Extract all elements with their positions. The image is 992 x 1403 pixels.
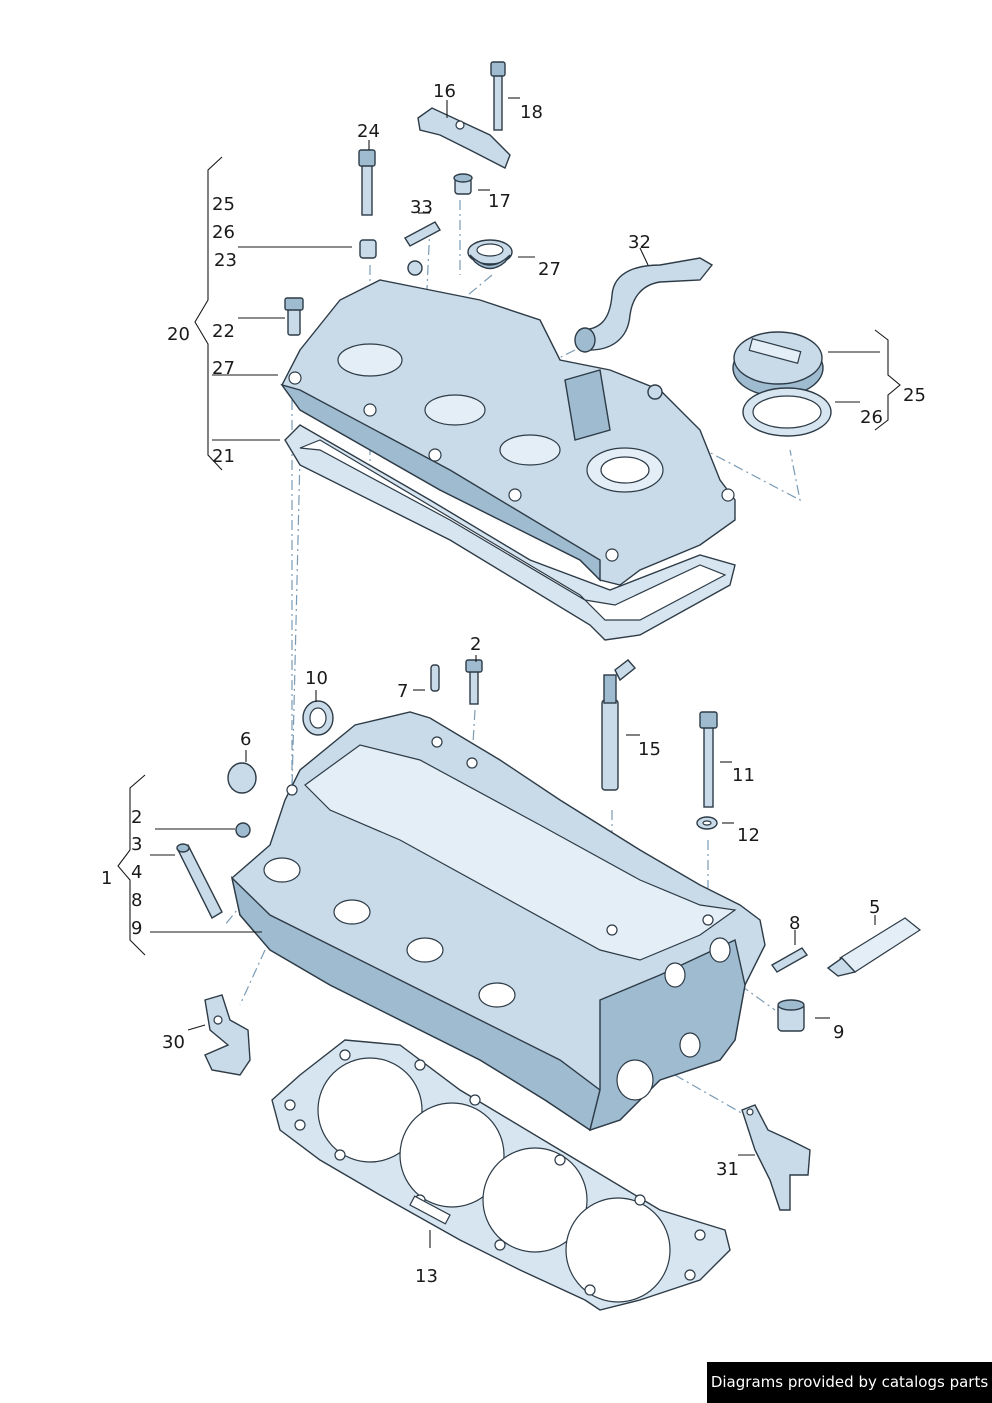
callout-20: 20: [167, 324, 190, 345]
callout-27: 27: [212, 358, 235, 379]
spring-33[interactable]: [404, 221, 441, 247]
callout-17: 17: [488, 191, 511, 212]
oil-filler-cap[interactable]: [732, 331, 824, 397]
bolt-18[interactable]: [490, 61, 506, 131]
sealant-tube-5[interactable]: [826, 917, 922, 977]
callout-24: 24: [357, 121, 380, 142]
callout-21: 21: [212, 446, 235, 467]
valve-cover-assembly[interactable]: [280, 260, 736, 641]
callout-7: 7: [397, 681, 408, 702]
breather-hose[interactable]: [574, 257, 714, 353]
washer-12[interactable]: [696, 816, 718, 830]
callout-30: 30: [162, 1032, 185, 1053]
dowel-4[interactable]: [176, 843, 223, 919]
bracket-31[interactable]: [741, 1104, 811, 1211]
callout-13: 13: [415, 1266, 438, 1287]
callout-12: 12: [737, 825, 760, 846]
plug-2[interactable]: [235, 822, 251, 838]
oil-filler-seal[interactable]: [742, 387, 832, 437]
callout-31: 31: [716, 1159, 739, 1180]
callout-4: 4: [131, 862, 142, 883]
seal-cup[interactable]: [467, 239, 513, 270]
callout-8: 8: [131, 890, 142, 911]
callout-2: 2: [131, 807, 142, 828]
pin-7[interactable]: [430, 664, 440, 692]
bracket-30[interactable]: [204, 994, 251, 1076]
valve-cover-gasket[interactable]: [284, 424, 736, 641]
callout-1: 1: [101, 868, 112, 889]
bolt-23[interactable]: [359, 239, 377, 259]
callout-27: 27: [538, 259, 561, 280]
callout-11: 11: [732, 765, 755, 786]
oil-seal-10[interactable]: [302, 700, 334, 736]
callout-33: 33: [410, 197, 433, 218]
callout-26: 26: [860, 407, 883, 428]
callout-10: 10: [305, 668, 328, 689]
cylinder-head[interactable]: [230, 711, 766, 1132]
bolt-2[interactable]: [465, 659, 483, 705]
callout-9: 9: [833, 1022, 844, 1043]
callout-16: 16: [433, 81, 456, 102]
callout-32: 32: [628, 232, 651, 253]
attribution-text: Diagrams provided by catalogs parts: [710, 1373, 989, 1391]
callout-23: 23: [214, 250, 237, 271]
callout-25: 25: [903, 385, 926, 406]
callout-5: 5: [869, 897, 880, 918]
bolt-11[interactable]: [699, 711, 718, 808]
callout-22: 22: [212, 321, 235, 342]
callout-8: 8: [789, 913, 800, 934]
head-gasket[interactable]: [271, 1039, 731, 1311]
callout-15: 15: [638, 739, 661, 760]
callout-labels: 16 18 24 17 33 25 26 23 32 27 20 22 27 2…: [101, 81, 926, 1287]
callout-25: 25: [212, 194, 235, 215]
callout-2: 2: [470, 634, 481, 655]
attribution-banner: Diagrams provided by catalogs parts: [707, 1362, 992, 1403]
stud-22[interactable]: [284, 297, 304, 336]
plug-17[interactable]: [453, 173, 473, 195]
callout-9: 9: [131, 918, 142, 939]
leader-lines: [117, 97, 901, 1248]
cap-6[interactable]: [227, 762, 257, 794]
injector-15[interactable]: [601, 659, 637, 791]
bracket-16[interactable]: [417, 107, 511, 169]
callout-6: 6: [240, 729, 251, 750]
plug-9[interactable]: [777, 999, 805, 1032]
callout-18: 18: [520, 102, 543, 123]
callout-3: 3: [131, 834, 142, 855]
stud-8[interactable]: [770, 947, 809, 973]
bolt-24[interactable]: [358, 149, 376, 216]
callout-26: 26: [212, 222, 235, 243]
